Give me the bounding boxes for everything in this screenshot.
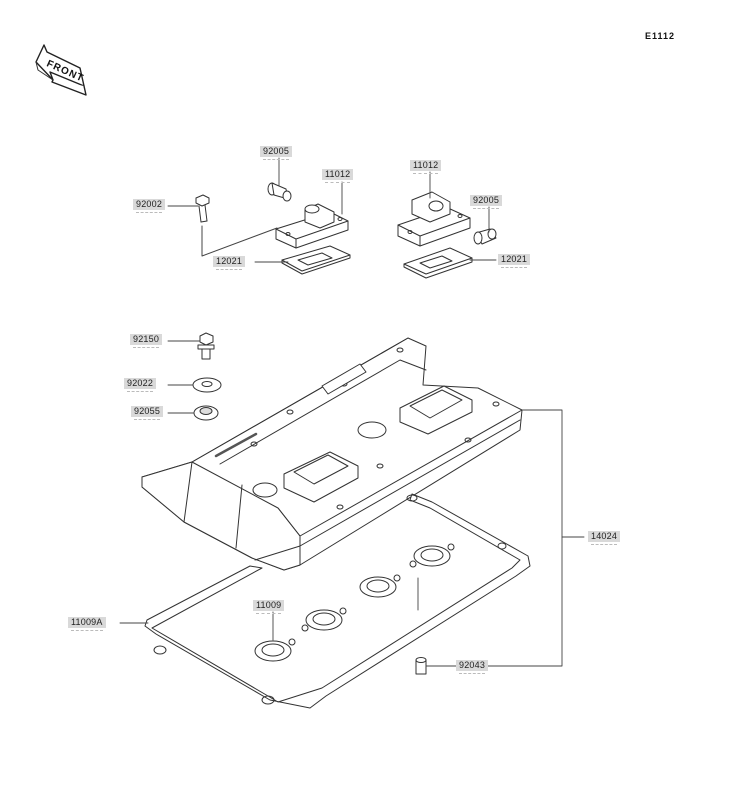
coil-cover-left [275, 203, 349, 249]
plug-seal-2 [301, 607, 347, 632]
part-label-11012-left: 11012 [322, 169, 354, 183]
gasket-right [403, 247, 473, 279]
diagram-id: E1112 [645, 31, 676, 41]
plug-seal-3 [359, 574, 401, 598]
cap-left [267, 182, 292, 202]
bolt-92002 [195, 194, 210, 223]
part-label-92022: 92022 [124, 378, 157, 392]
washer-92022 [192, 377, 222, 393]
part-label-11012-right: 11012 [410, 160, 442, 174]
plug-seal-4 [409, 543, 455, 568]
dowel-92043 [415, 657, 427, 675]
front-arrow-icon: FRONT [35, 44, 87, 96]
part-label-92043: 92043 [456, 660, 489, 674]
part-label-92005-left: 92005 [260, 146, 293, 160]
part-label-11009: 11009 [253, 600, 285, 614]
gasket-left [281, 245, 351, 275]
part-label-92055: 92055 [131, 406, 164, 420]
cover-gasket [144, 493, 531, 709]
part-label-11009a: 11009A [68, 617, 106, 631]
part-label-12021-left: 12021 [213, 256, 246, 270]
part-label-92150: 92150 [130, 334, 163, 348]
plug-seal-1 [254, 638, 296, 662]
cap-right [473, 228, 497, 245]
part-label-92002: 92002 [133, 199, 166, 213]
part-label-92005-right: 92005 [470, 195, 503, 209]
coil-cover-right [397, 191, 471, 247]
bolt-92150 [197, 332, 215, 360]
grommet-92055 [193, 405, 219, 421]
cylinder-head-cover [141, 337, 523, 571]
part-label-14024: 14024 [588, 531, 621, 545]
part-label-12021-right: 12021 [498, 254, 531, 268]
